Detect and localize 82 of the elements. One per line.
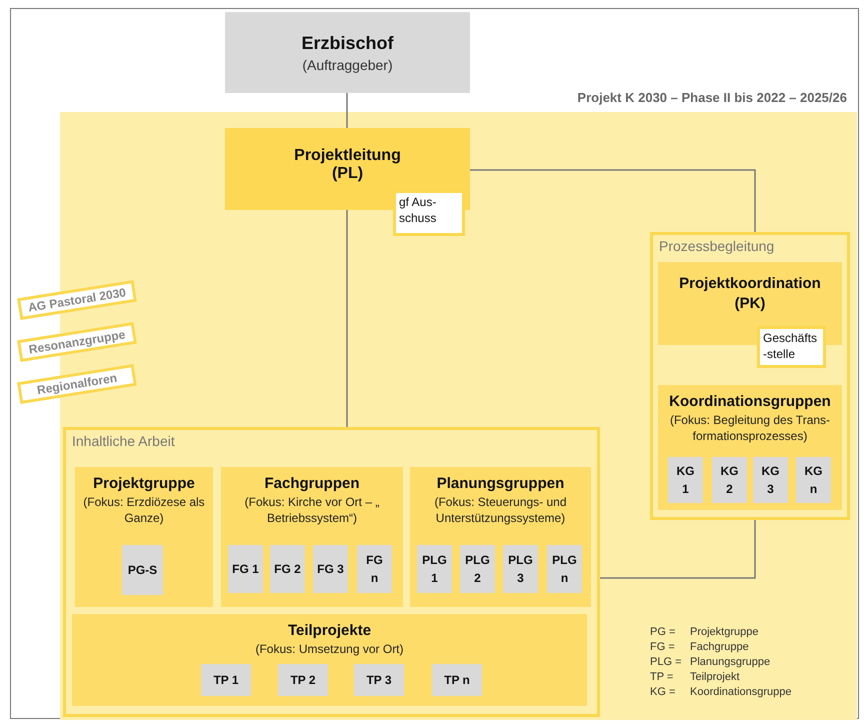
unit-label: KG 2 [720,463,740,498]
unit-box [503,545,538,593]
tag-label: Regionalforen [36,370,118,398]
node-subtitle: (Fokus: Begleitung des Trans- formationsprozesses) [668,412,832,444]
unit-box [357,545,392,593]
group-frame [650,232,850,520]
note-text: Geschäfts -stelle [763,331,818,362]
unit-label: PLG 1 [421,552,448,587]
unit-box [796,457,831,503]
unit-box [313,545,348,593]
abbreviation-meaning: Projektgruppe [690,626,758,638]
abbreviation: PLG = [650,656,682,668]
node-subtitle: (Fokus: Erzdiözese als Ganze) [82,494,206,526]
unit-box [270,545,305,593]
coordination-box [658,262,842,345]
node-title: Planungsgruppen [436,475,564,492]
tag-label: AG Pastoral 2030 [27,285,127,315]
unit-box [122,545,163,595]
node-title: Projektkoordination (PK) [678,274,822,313]
unit-label: FG 1 [232,561,259,578]
unit-box [417,545,452,593]
unit-label: FG 2 [274,561,301,578]
node-title: Koordinationsgruppen [669,393,831,410]
group-box [75,467,213,607]
unit-label: FG 3 [317,561,344,578]
band-title: Projekt K 2030 – Phase II bis 2022 – 2025/26 [577,90,847,105]
unit-box [201,664,251,696]
unit-label: PLG n [551,552,578,587]
node-subtitle: (Fokus: Kirche vor Ort – „ Betriebssystem“) [244,494,380,526]
node-subtitle: (Fokus: Umsetzung vor Ort) [255,641,404,658]
connector-line [470,169,756,232]
connector-line [346,93,348,128]
abbreviation: KG = [650,686,676,698]
abbreviation: TP = [650,671,674,683]
unit-box [712,457,747,503]
unit-label: PLG 2 [464,552,491,587]
unit-label: TP n [444,672,470,689]
unit-label: KG n [804,463,824,498]
group-box [658,385,842,510]
unit-label: KG 3 [760,463,780,498]
abbreviation: FG = [650,641,675,653]
note-text: gf Aus- schuss [399,195,438,226]
frame-heading: Prozessbegleitung [659,238,774,254]
connector-line [346,210,348,427]
frame-heading: Inhaltliche Arbeit [72,433,175,449]
management-box [225,128,470,210]
group-box [221,467,403,607]
unit-label: TP 2 [290,672,316,689]
abbreviation-meaning: Teilprojekt [690,671,740,683]
node-subtitle: (PL) [332,165,364,183]
node-title: Projektleitung [294,147,401,165]
unit-label: KG 1 [676,463,696,498]
unit-box [668,457,703,503]
node-title: Fachgruppen [264,475,360,492]
connector-line [600,520,756,579]
unit-box [432,664,482,696]
node-subtitle: (Fokus: Steuerungs- und Unterstützungssysteme) [433,494,568,526]
node-title: Erzbischof [301,32,394,54]
abbreviation: PG = [650,626,676,638]
unit-box [354,664,404,696]
unit-label: PLG 3 [507,552,534,587]
unit-label: TP 3 [366,672,392,689]
node-title: Teilprojekte [288,622,372,639]
abbreviation-meaning: Planungsgruppe [690,656,770,668]
note-box [393,190,465,236]
unit-label: PG-S [128,562,158,579]
unit-box [278,664,328,696]
abbreviation-meaning: Koordinationsgruppe [690,686,792,698]
unit-label: TP 1 [213,672,239,689]
group-box [410,467,591,607]
unit-box [460,545,495,593]
note-box [757,326,826,368]
node-title: Projektgruppe [93,475,195,492]
group-box [72,614,587,706]
leader-box [225,12,470,93]
abbreviation-meaning: Fachgruppe [690,641,749,653]
unit-box [753,457,788,503]
node-subtitle: (Auftraggeber) [302,56,393,72]
unit-box [228,545,263,593]
unit-box [547,545,582,593]
group-frame [63,427,600,717]
unit-label: FG n [365,552,384,587]
